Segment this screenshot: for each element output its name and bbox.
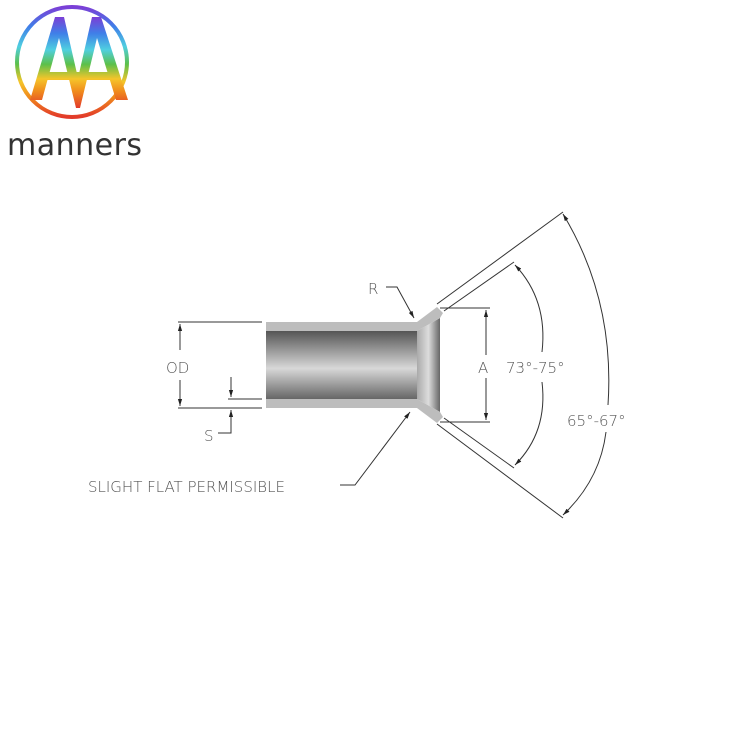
brand-name: manners — [7, 128, 143, 163]
a-label: A — [478, 359, 488, 377]
od-label: OD — [166, 359, 189, 377]
note-label: SLIGHT FLAT PERMISSIBLE — [88, 478, 285, 496]
inner-angle-label: 73°-75° — [506, 359, 565, 377]
tube-body — [266, 307, 443, 423]
r-label: R — [368, 280, 378, 298]
dimension-lines — [177, 211, 610, 519]
s-label: S — [204, 427, 214, 445]
outer-angle-label: 65°-67° — [567, 412, 626, 430]
manners-logo — [15, 5, 129, 119]
